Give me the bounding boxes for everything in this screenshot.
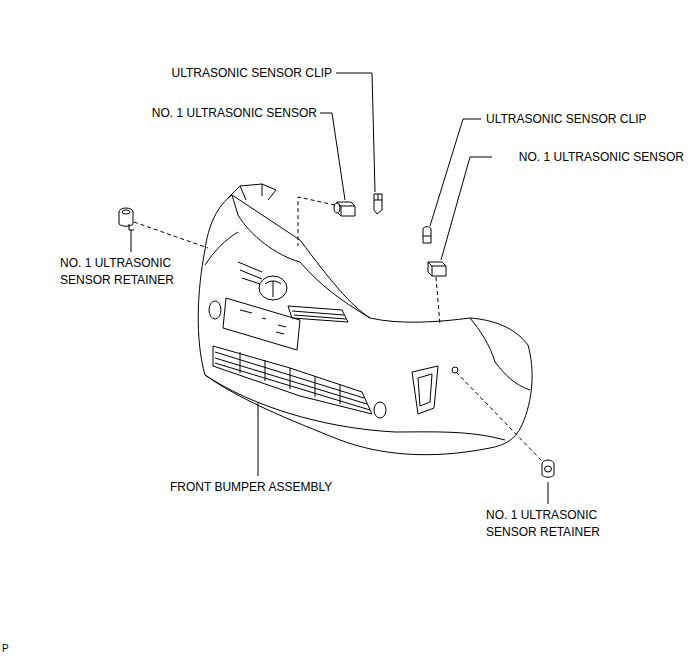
sensor-retainer <box>542 460 554 477</box>
bumper-lower-edge <box>205 375 505 440</box>
bumper-bracket <box>228 184 276 200</box>
lower-grille <box>213 346 372 414</box>
upper-grille-line <box>238 262 262 284</box>
sensor-hole <box>452 367 458 373</box>
fog-lamp <box>412 366 438 414</box>
license-plate <box>223 298 300 350</box>
bumper-outline <box>198 195 532 455</box>
assembly-line <box>134 197 543 462</box>
part-name: NO. 1 ULTRASONIC SENSOR RETAINER <box>60 255 190 289</box>
part-name: ULTRASONIC SENSOR CLIP <box>486 111 646 128</box>
grille-slat <box>292 311 346 319</box>
emblem-mark <box>265 281 281 297</box>
sensor-clip <box>423 227 431 243</box>
part-name: NO. 1 ULTRASONIC SENSOR <box>519 149 684 166</box>
bumper-detail-line <box>205 195 530 390</box>
ultrasonic-sensor <box>428 262 446 276</box>
emblem <box>259 276 287 300</box>
sensor-retainer <box>119 208 134 230</box>
part-name: NO. 1 ULTRASONIC SENSOR <box>152 105 317 122</box>
lower-grille-slat <box>215 352 370 410</box>
part-name: FRONT BUMPER ASSEMBLY <box>170 479 332 496</box>
leader-line <box>131 73 548 504</box>
fog-lamp <box>374 402 386 418</box>
part-name: ULTRASONIC SENSOR CLIP <box>172 65 332 82</box>
sensor-clip <box>374 194 382 214</box>
ultrasonic-sensor <box>334 202 355 216</box>
figure-code: P <box>2 640 9 657</box>
part-name: NO. 1 ULTRASONIC SENSOR RETAINER <box>486 507 616 541</box>
fog-lamp <box>209 301 221 319</box>
plate-mark <box>240 310 286 334</box>
